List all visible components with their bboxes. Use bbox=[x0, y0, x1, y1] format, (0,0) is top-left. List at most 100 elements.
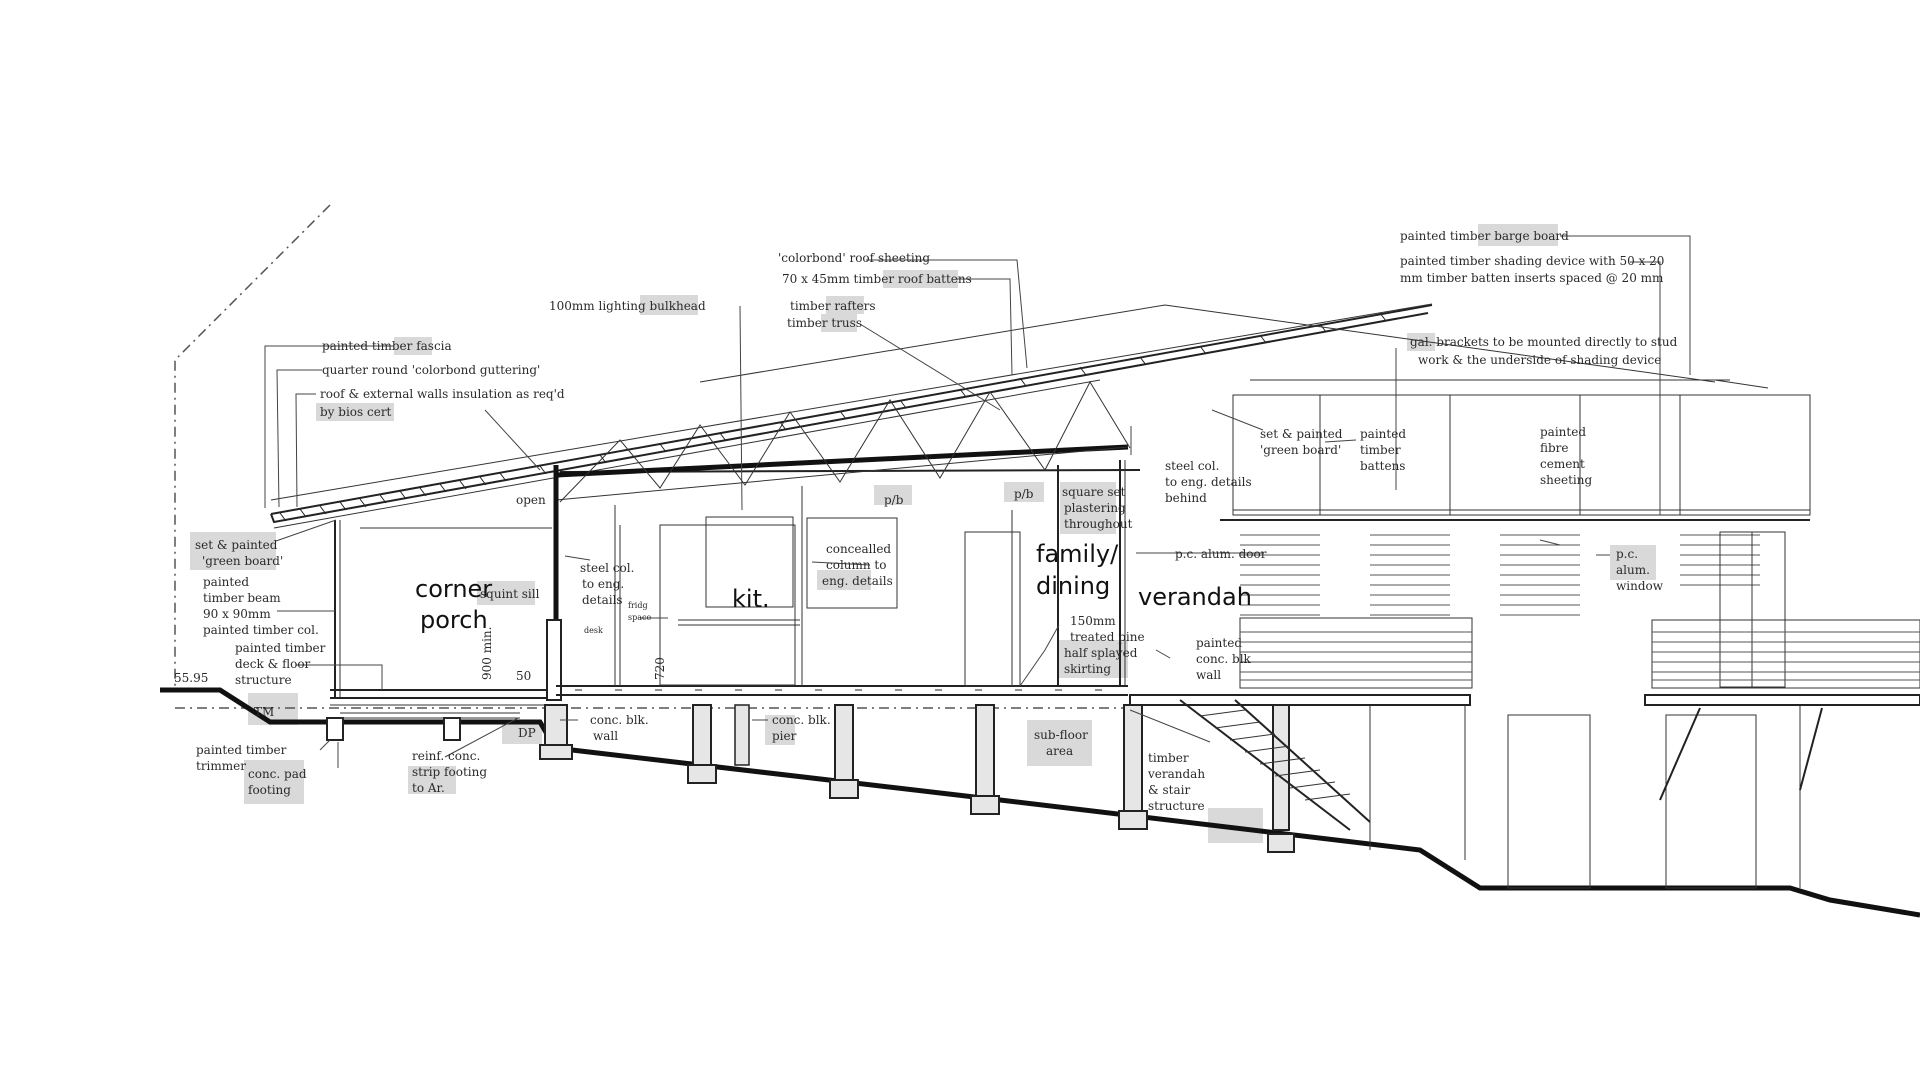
note-strip-footing-1: reinf. conc. bbox=[412, 749, 480, 763]
note-brackets-2: work & the underside of shading device bbox=[1418, 353, 1661, 367]
note-timber-beam-4: painted timber col. bbox=[203, 623, 319, 637]
note-insulation-2: by bios cert bbox=[320, 405, 392, 419]
note-timber-deck-1: painted timber bbox=[235, 641, 326, 655]
roof-rafter-ticks bbox=[279, 312, 1387, 522]
note-barge-board: painted timber barge board bbox=[1400, 229, 1569, 243]
roof bbox=[270, 303, 1769, 529]
note-strip-footing-3: to Ar. bbox=[412, 781, 445, 795]
note-insulation-1: roof & external walls insulation as req'… bbox=[320, 387, 565, 401]
note-timber-trimmer-2: trimmer bbox=[196, 759, 246, 773]
note-timber-deck-2: deck & floor bbox=[235, 657, 311, 671]
note-subfloor-2: area bbox=[1046, 744, 1073, 758]
note-conc-wall-3: wall bbox=[1196, 668, 1221, 682]
leader-lines bbox=[264, 235, 1691, 768]
room-label-porch: porch bbox=[420, 606, 488, 634]
main-house-section bbox=[539, 460, 1295, 853]
note-stair-4: structure bbox=[1148, 799, 1205, 813]
note-strip-footing-2: strip footing bbox=[412, 765, 487, 779]
note-concealed-2: column to bbox=[826, 558, 886, 572]
note-concealed-1: concealled bbox=[826, 542, 891, 556]
note-steel-col-left-2: to eng. bbox=[582, 577, 624, 591]
room-label-family: family/ bbox=[1036, 540, 1119, 568]
note-desk: desk bbox=[584, 626, 603, 635]
porch-structure bbox=[326, 520, 555, 741]
note-subfloor-1: sub-floor bbox=[1034, 728, 1088, 742]
note-pad-footing-2: footing bbox=[248, 783, 291, 797]
note-timber-truss: timber truss bbox=[787, 316, 862, 330]
note-conc-wall-1: painted bbox=[1196, 636, 1242, 650]
note-timber-battens-1: painted bbox=[1360, 427, 1406, 441]
note-highlights bbox=[190, 224, 1656, 843]
note-open: open bbox=[516, 493, 546, 507]
note-fibre-cement-3: cement bbox=[1540, 457, 1585, 471]
note-lighting-bulkhead: 100mm lighting bulkhead bbox=[549, 299, 706, 313]
note-concealed-3: eng. details bbox=[822, 574, 893, 588]
note-square-set-3: throughout bbox=[1064, 517, 1133, 531]
verandah-elevation bbox=[1129, 394, 1920, 889]
note-roof-battens: 70 x 45mm timber roof battens bbox=[782, 272, 972, 286]
room-label-kit: kit. bbox=[732, 585, 770, 613]
note-pc-door: p.c. alum. door bbox=[1175, 547, 1267, 561]
note-squint-sill: squint sill bbox=[480, 587, 540, 601]
note-conc-blk-pier-1: conc. blk. bbox=[772, 713, 831, 727]
note-fibre-cement-4: sheeting bbox=[1540, 473, 1592, 487]
note-guttering: quarter round 'colorbond guttering' bbox=[322, 363, 540, 377]
note-timber-beam-3: 90 x 90mm bbox=[203, 607, 271, 621]
note-tm: TM bbox=[254, 705, 274, 719]
dimension-900: 900 min. bbox=[480, 627, 494, 680]
note-steel-col-right-3: behind bbox=[1165, 491, 1207, 505]
note-pc-window-3: window bbox=[1616, 579, 1664, 593]
note-steel-col-left-1: steel col. bbox=[580, 561, 634, 575]
note-fibre-cement-2: fibre bbox=[1540, 441, 1569, 455]
note-stair-2: verandah bbox=[1147, 767, 1205, 781]
room-label-verandah: verandah bbox=[1138, 583, 1252, 611]
note-timber-beam-2: timber beam bbox=[203, 591, 281, 605]
note-steel-col-right-1: steel col. bbox=[1165, 459, 1219, 473]
note-set-painted-right-1: set & painted bbox=[1260, 427, 1343, 441]
note-timber-rafters: timber rafters bbox=[790, 299, 876, 313]
note-timber-trimmer-1: painted timber bbox=[196, 743, 287, 757]
note-square-set-2: plastering bbox=[1064, 501, 1126, 515]
level-marker: 55.95 bbox=[174, 671, 208, 685]
note-treated-pine-1: 150mm bbox=[1070, 614, 1116, 628]
note-stair-1: timber bbox=[1148, 751, 1189, 765]
sight-line bbox=[174, 204, 331, 690]
note-set-painted-right-2: 'green board' bbox=[1260, 443, 1341, 457]
note-timber-deck-3: structure bbox=[235, 673, 292, 687]
note-brackets-1: gal. brackets to be mounted directly to … bbox=[1410, 335, 1678, 349]
note-pc-window-2: alum. bbox=[1616, 563, 1650, 577]
note-shading-device-2: mm timber batten inserts spaced @ 20 mm bbox=[1400, 271, 1664, 285]
note-pb-1: p/b bbox=[884, 493, 904, 507]
note-pad-footing-1: conc. pad bbox=[248, 767, 307, 781]
note-set-painted-left-1: set & painted bbox=[195, 538, 278, 552]
room-label-dining: dining bbox=[1036, 572, 1110, 600]
note-shading-device-1: painted timber shading device with 50 x … bbox=[1400, 254, 1664, 268]
note-stair-3: & stair bbox=[1148, 783, 1190, 797]
note-timber-battens-3: battens bbox=[1360, 459, 1405, 473]
note-treated-pine-2: treated pine bbox=[1070, 630, 1145, 644]
note-dp: DP bbox=[518, 726, 536, 740]
note-pb-2: p/b bbox=[1014, 487, 1034, 501]
note-steel-col-right-2: to eng. details bbox=[1165, 475, 1252, 489]
note-square-set-1: square set bbox=[1062, 485, 1126, 499]
note-timber-battens-2: timber bbox=[1360, 443, 1401, 457]
note-steel-col-left-3: details bbox=[582, 593, 623, 607]
room-label-corner: corner bbox=[415, 575, 492, 603]
notes: 'colorbond' roof sheeting 70 x 45mm timb… bbox=[174, 229, 1678, 813]
note-pc-window-1: p.c. bbox=[1616, 547, 1638, 561]
note-timber-beam-1: painted bbox=[203, 575, 249, 589]
note-conc-wall-2: conc. blk bbox=[1196, 652, 1252, 666]
note-fridge-1: fridg bbox=[628, 601, 648, 610]
note-conc-blk-wall-1: conc. blk. bbox=[590, 713, 649, 727]
note-set-painted-left-2: 'green board' bbox=[202, 554, 283, 568]
note-fridge-2: space bbox=[628, 613, 651, 622]
note-fibre-cement-1: painted bbox=[1540, 425, 1586, 439]
note-colorbond-roof-sheeting: 'colorbond' roof sheeting bbox=[778, 251, 930, 265]
note-conc-blk-wall-2: wall bbox=[593, 729, 618, 743]
note-fascia: painted timber fascia bbox=[322, 339, 452, 353]
dimension-720: 720 bbox=[653, 657, 667, 680]
note-treated-pine-4: skirting bbox=[1064, 662, 1111, 676]
note-conc-blk-pier-2: pier bbox=[772, 729, 797, 743]
note-treated-pine-3: half splayed bbox=[1064, 646, 1138, 660]
